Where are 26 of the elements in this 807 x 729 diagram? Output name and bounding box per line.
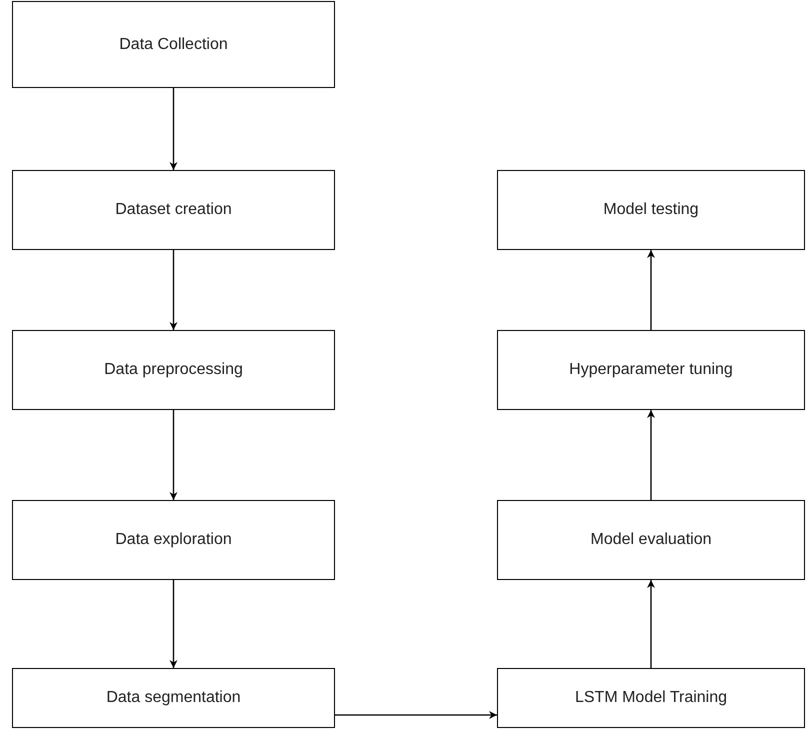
process-box (497, 170, 805, 250)
box-label: Model testing (603, 200, 699, 220)
arrow (170, 88, 178, 170)
process-box (12, 330, 335, 410)
process-box (497, 500, 805, 580)
arrow (170, 250, 178, 330)
arrow (170, 410, 178, 500)
process-box (12, 668, 335, 728)
arrow (335, 711, 497, 719)
box-label: LSTM Model Training (574, 688, 728, 708)
process-box (497, 668, 805, 728)
box-label: Data segmentation (106, 688, 241, 708)
box-label: Data Collection (119, 34, 228, 54)
box-label: Model evaluation (590, 530, 712, 550)
process-box (12, 170, 335, 250)
arrow (647, 410, 655, 500)
arrow (170, 580, 178, 668)
arrow (647, 580, 655, 668)
box-label: Dataset creation (115, 200, 232, 220)
process-box (497, 330, 805, 410)
box-label: Hyperparameter tuning (569, 360, 733, 380)
process-box (12, 500, 335, 580)
box-label: Data preprocessing (104, 360, 243, 380)
process-box (12, 1, 335, 88)
box-label: Data exploration (115, 530, 232, 550)
arrow (647, 250, 655, 330)
